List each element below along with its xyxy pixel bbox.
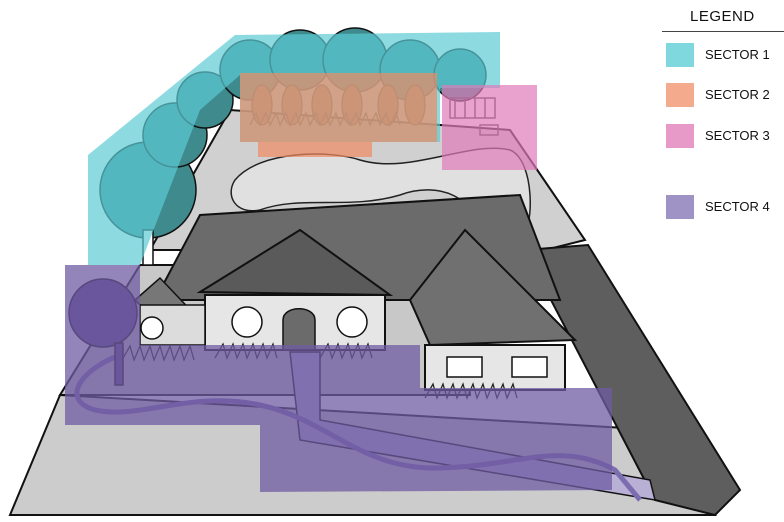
- garage-window: [447, 357, 482, 377]
- front-door: [283, 309, 315, 350]
- legend-title: LEGEND: [690, 8, 755, 25]
- window-arch: [337, 307, 367, 337]
- legend-label-sector-3: SECTOR 3: [705, 128, 770, 143]
- legend-swatch-sector-3: [666, 124, 694, 148]
- legend-item-sector-1: SECTOR 1: [666, 43, 784, 67]
- legend-item-sector-2: SECTOR 2: [666, 83, 784, 107]
- legend-item-sector-3: SECTOR 3: [666, 124, 784, 148]
- legend-label-sector-2: SECTOR 2: [705, 87, 770, 102]
- garage-window: [512, 357, 547, 377]
- legend-divider: [662, 31, 784, 32]
- window-arch: [141, 317, 163, 339]
- legend-label-sector-1: SECTOR 1: [705, 47, 770, 62]
- legend-swatch-sector-1: [666, 43, 694, 67]
- legend: LEGEND SECTOR 1 SECTOR 2 SECTOR 3 SECTOR…: [660, 0, 784, 250]
- window-arch: [232, 307, 262, 337]
- legend-label-sector-4: SECTOR 4: [705, 199, 770, 214]
- legend-item-sector-4: SECTOR 4: [666, 195, 784, 219]
- legend-swatch-sector-2: [666, 83, 694, 107]
- legend-swatch-sector-4: [666, 195, 694, 219]
- sector-3-overlay: [442, 85, 537, 170]
